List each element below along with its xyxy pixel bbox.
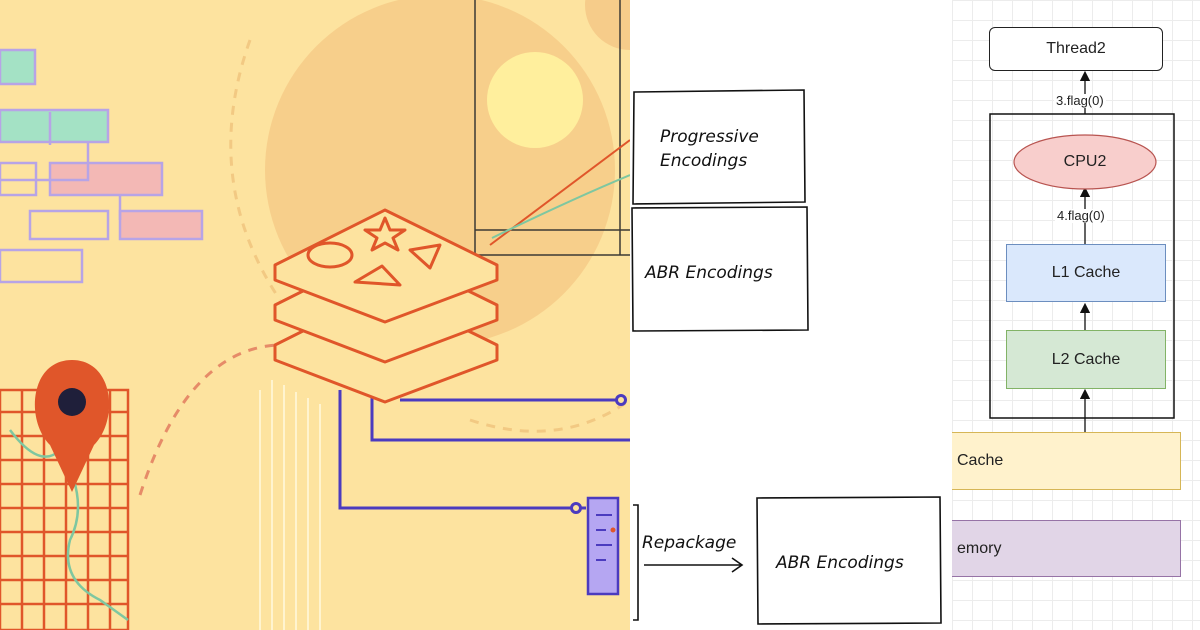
cache-diagram-edges	[989, 70, 1175, 432]
cpu2-label: CPU2	[1063, 153, 1107, 170]
illustration-canvas	[0, 0, 630, 630]
repackage-label: Repackage	[642, 533, 736, 553]
map-pin-icon	[34, 360, 110, 492]
corner-circle	[585, 0, 630, 50]
abr-top-box	[631, 206, 809, 332]
sun-inner-icon	[487, 52, 583, 148]
abr-bottom-label: ABR Encodings	[775, 553, 904, 573]
thread2-node: Thread2	[989, 27, 1163, 71]
brick-wall-icon	[0, 48, 204, 284]
shared-cache-node: Cache	[952, 432, 1181, 490]
illustration-panel	[0, 0, 630, 630]
arrow-right-icon	[644, 557, 744, 573]
server-icon	[586, 496, 620, 596]
l1-cache-node: L1 Cache	[1006, 244, 1166, 302]
abr-top-label: ABR Encodings	[644, 263, 773, 283]
progressive-box	[632, 89, 806, 205]
l2-cache-node: L2 Cache	[1006, 330, 1166, 389]
progressive-label-line1: Progressive	[660, 127, 759, 147]
abr-bottom-box	[756, 496, 942, 625]
dashed-arc-orange	[138, 343, 291, 496]
dashed-arc-top	[229, 39, 282, 301]
cpu2-ellipse	[1013, 134, 1157, 190]
sketch-canvas: Progressive Encodings ABR Encodings Repa…	[631, 89, 942, 625]
cache-diagram-panel: Thread2 3.flag(0) CPU2 4.flag(0) L1 Cach…	[952, 0, 1200, 630]
light-rays	[259, 380, 321, 630]
progressive-label-line2: Encodings	[660, 151, 747, 171]
dashed-arc-right	[469, 398, 630, 433]
sketch-panel: Progressive Encodings ABR Encodings Repa…	[630, 0, 952, 630]
memory-node: emory	[952, 520, 1181, 577]
bracket-shape	[633, 504, 639, 621]
redis-stack-icon	[273, 208, 499, 404]
cpu-core-frame	[989, 113, 1175, 419]
chart-frame-icon	[474, 0, 630, 256]
connector-lines	[338, 390, 630, 514]
edge-label-3flag: 3.flag(0)	[1054, 93, 1106, 108]
edge-label-4flag: 4.flag(0)	[1055, 208, 1107, 223]
